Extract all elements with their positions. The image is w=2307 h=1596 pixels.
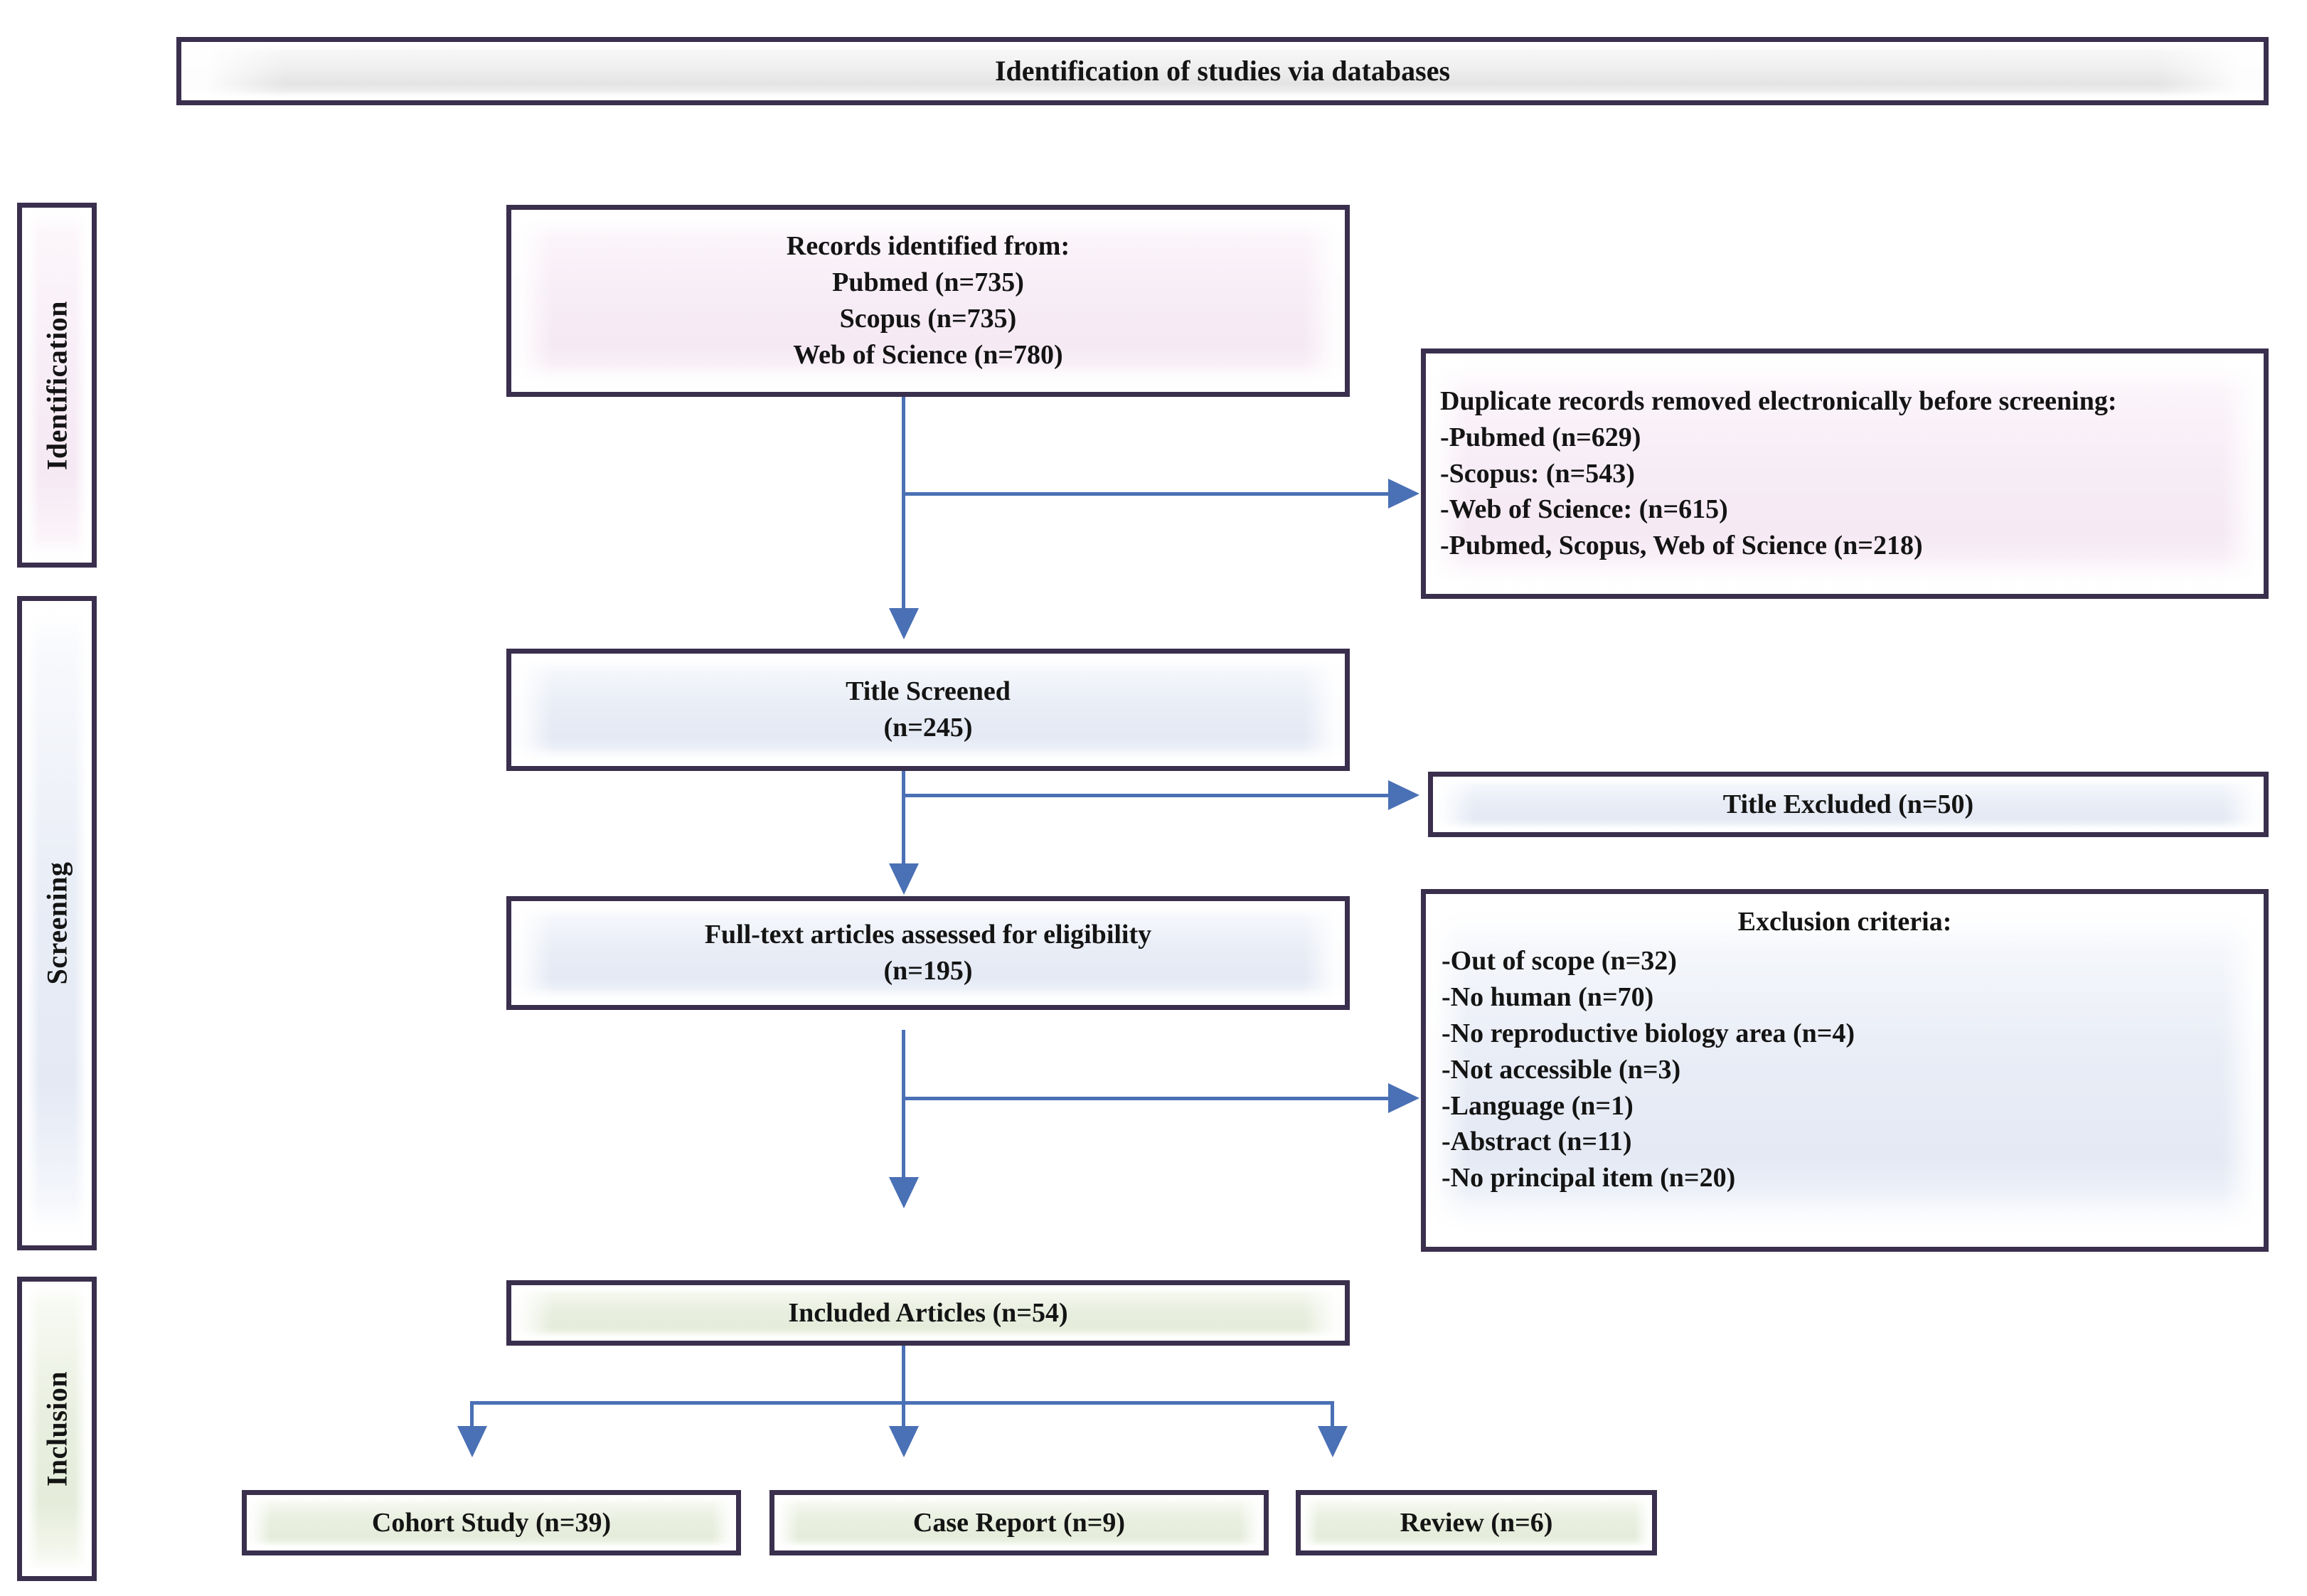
stage-rail-inclusion: Inclusion — [17, 1277, 97, 1581]
stage-label-screening: Screening — [41, 861, 73, 985]
title-screened-text: Title Screened (n=245) — [846, 676, 1011, 743]
node-records-identified: Records identified from: Pubmed (n=735) … — [506, 205, 1350, 397]
node-included-articles: Included Articles (n=54) — [506, 1280, 1350, 1346]
stage-rail-identification: Identification — [17, 203, 97, 568]
arrowhead-to-review — [1318, 1426, 1348, 1457]
connector-to-case-report — [902, 1401, 905, 1435]
cohort-study-text: Cohort Study (n=39) — [371, 1507, 612, 1538]
connector-title-screened-to-fulltext — [902, 771, 905, 872]
arrowhead-to-included — [889, 1177, 919, 1208]
case-report-text: Case Report (n=9) — [912, 1507, 1126, 1538]
arrowhead-to-title-excluded — [1388, 780, 1419, 810]
node-fulltext-assessed: Full-text articles assessed for eligibil… — [506, 896, 1350, 1010]
connector-to-cohort-study — [470, 1401, 474, 1435]
exclusion-criteria-items: -Out of scope (n=32) -No human (n=70) -N… — [1442, 945, 1855, 1193]
arrowhead-to-case-report — [889, 1426, 919, 1457]
stage-rail-screening: Screening — [17, 596, 97, 1250]
arrowhead-to-title-screened — [889, 608, 919, 639]
connector-records-to-duplicates — [902, 492, 1400, 496]
node-review: Review (n=6) — [1296, 1490, 1657, 1555]
exclusion-criteria-title: Exclusion criteria: — [1737, 907, 1952, 937]
header-identification-via-databases: Identification of studies via databases — [176, 37, 2269, 105]
arrowhead-to-duplicates — [1388, 479, 1419, 509]
connector-fulltext-to-included — [902, 1030, 905, 1188]
connector-to-review — [1331, 1401, 1334, 1435]
arrowhead-to-exclusion-criteria — [1388, 1083, 1419, 1113]
arrowhead-to-cohort-study — [457, 1426, 487, 1457]
header-title: Identification of studies via databases — [994, 55, 1451, 87]
connector-included-stem — [902, 1346, 905, 1404]
fulltext-assessed-text: Full-text articles assessed for eligibil… — [704, 920, 1152, 986]
connector-fulltext-to-exclusion-criteria — [902, 1097, 1400, 1100]
connector-records-to-title-screened — [902, 397, 905, 617]
node-title-screened: Title Screened (n=245) — [506, 649, 1350, 771]
title-excluded-text: Title Excluded (n=50) — [1722, 789, 1974, 819]
included-articles-text: Included Articles (n=54) — [788, 1297, 1068, 1328]
stage-label-inclusion: Inclusion — [41, 1371, 73, 1487]
node-cohort-study: Cohort Study (n=39) — [242, 1490, 741, 1555]
arrowhead-to-fulltext — [889, 863, 919, 895]
node-case-report: Case Report (n=9) — [769, 1490, 1269, 1555]
records-identified-text: Records identified from: Pubmed (n=735) … — [786, 231, 1070, 370]
node-title-excluded: Title Excluded (n=50) — [1428, 772, 2269, 837]
review-text: Review (n=6) — [1400, 1507, 1553, 1538]
connector-title-screened-to-title-excluded — [902, 794, 1400, 797]
stage-label-identification: Identification — [41, 300, 73, 470]
node-duplicate-records-removed: Duplicate records removed electronically… — [1421, 349, 2269, 599]
duplicate-records-text: Duplicate records removed electronically… — [1440, 385, 2117, 561]
node-exclusion-criteria: Exclusion criteria: -Out of scope (n=32)… — [1421, 889, 2269, 1252]
